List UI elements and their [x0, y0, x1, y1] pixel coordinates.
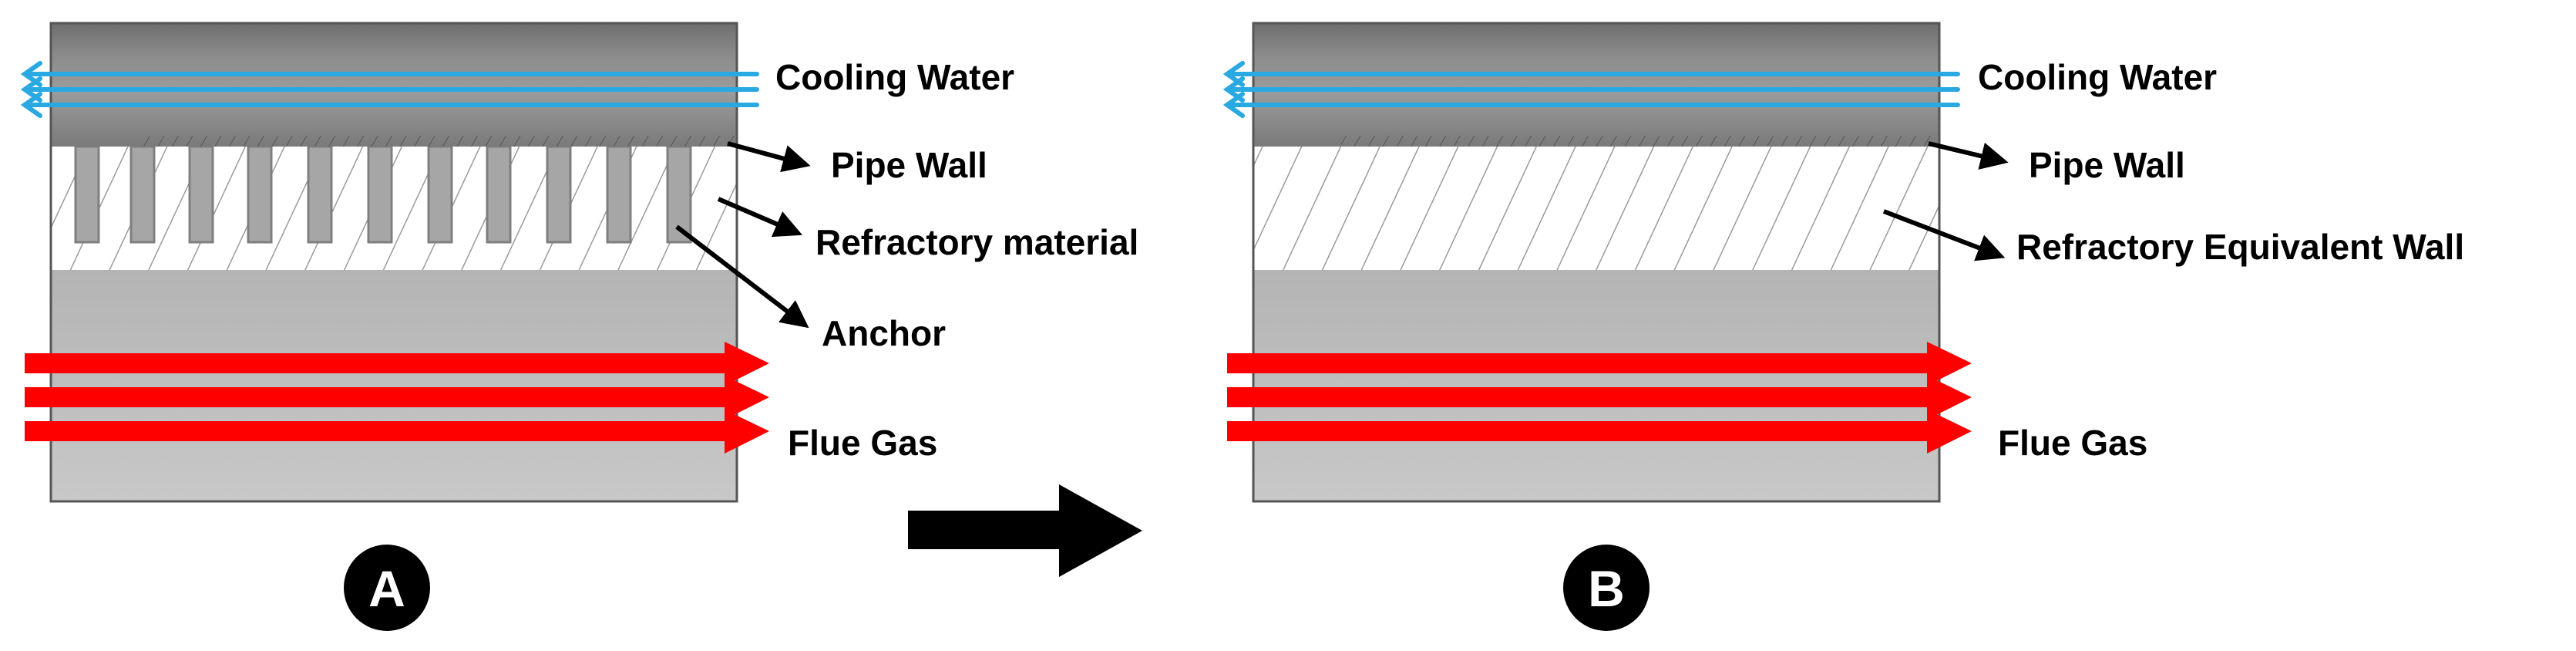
anchor-label-a: Anchor [822, 313, 946, 353]
flue-gas-zone-b [1253, 270, 1939, 501]
cooling-water-label-a: Cooling Water [775, 57, 1014, 97]
panel-a: Cooling Water Pipe Wall Refractory mater… [20, 22, 1138, 631]
flue-gas-label-b: Flue Gas [1998, 423, 2147, 463]
refractory-label-b: Refractory Equivalent Wall [2016, 227, 2464, 267]
anchor-rod [546, 145, 572, 244]
cooling-water-arrows-a [20, 61, 759, 118]
cooling-water-arrows-b [1222, 61, 1960, 118]
panel-a-frame [49, 22, 738, 503]
flue-gas-label-a: Flue Gas [788, 423, 937, 463]
pipe-wall-b [1253, 23, 1939, 147]
panel-b-badge: B [1563, 545, 1650, 631]
panel-b-frame [1252, 22, 1941, 503]
pipe-wall-label-a: Pipe Wall [831, 145, 987, 185]
panel-b: Cooling Water Pipe Wall Refractory Equiv… [1222, 22, 2464, 631]
anchor-rod [74, 145, 100, 244]
cooling-water-label-b: Cooling Water [1978, 57, 2217, 97]
anchor-rod [188, 145, 214, 244]
anchor-rod [486, 145, 512, 244]
anchor-rod [247, 145, 273, 244]
flue-gas-arrows-a [25, 342, 769, 454]
anchor-rod [606, 145, 632, 244]
refractory-hatch-b [1253, 147, 1939, 270]
anchor-rod [427, 145, 453, 244]
pipe-wall-label-b: Pipe Wall [2029, 145, 2185, 185]
flue-gas-zone-a [51, 270, 737, 501]
pipe-wall-hatch-b [1341, 136, 1939, 147]
pipe-wall-hatch-a [139, 136, 737, 147]
panel-a-badge-letter: A [368, 560, 405, 617]
anchor-rod [129, 145, 156, 244]
panel-a-badge: A [344, 545, 430, 631]
anchor-rod [367, 145, 393, 244]
flue-gas-arrows-b [1227, 342, 1972, 454]
leader-arrows-a [675, 141, 811, 329]
pipe-wall-a [51, 23, 737, 147]
leader-arrows-b [1882, 141, 2009, 261]
anchor-rod [307, 145, 333, 244]
panel-b-badge-letter: B [1588, 560, 1625, 617]
refractory-label-a: Refractory material [816, 222, 1138, 262]
transition-arrow [908, 484, 1142, 577]
